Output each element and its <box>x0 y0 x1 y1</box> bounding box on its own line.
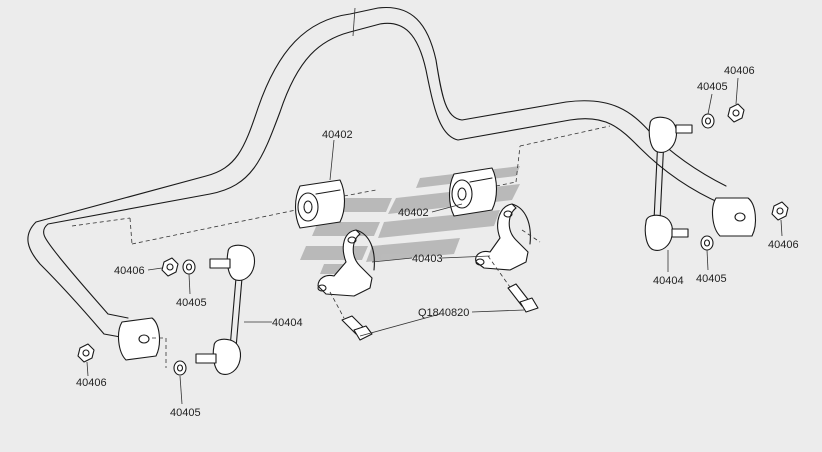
bracket-left <box>317 229 375 297</box>
label-q1840820: Q1840820 <box>418 307 469 319</box>
bolt-left <box>329 291 373 341</box>
nut-40406-left-bottom <box>77 343 95 363</box>
washer-40405-left-bottom <box>173 360 187 376</box>
label-40404-right: 40404 <box>653 275 684 287</box>
bushing-right <box>448 167 498 217</box>
label-40402-left: 40402 <box>322 129 353 141</box>
label-40402-right: 40402 <box>398 207 429 219</box>
stabilizer-bar <box>27 6 727 339</box>
washer-40405-right-top <box>701 113 715 129</box>
label-40405-right-top: 40405 <box>697 81 728 93</box>
washer-40405-left-top <box>182 259 196 275</box>
label-40403: 40403 <box>412 253 443 265</box>
label-40406-right-top: 40406 <box>724 65 755 77</box>
label-40405-left-top: 40405 <box>176 297 207 309</box>
link-right <box>644 116 693 251</box>
label-40406-left-top: 40406 <box>114 265 145 277</box>
nut-40406-left-top <box>161 257 179 277</box>
label-40406-right-bottom: 40406 <box>768 239 799 251</box>
washer-40405-right-bottom <box>700 235 714 251</box>
leader-lines <box>86 77 783 405</box>
bar-end-left <box>117 317 161 361</box>
nut-40406-right-bottom <box>771 201 789 221</box>
link-left <box>195 244 256 375</box>
label-40405-right-bottom: 40405 <box>696 273 727 285</box>
part-labels: 40402 40402 40403 Q1840820 40404 40404 4… <box>76 65 799 419</box>
bolt-right <box>507 283 539 313</box>
label-40405-left-bottom: 40405 <box>170 407 201 419</box>
bar-end-right <box>711 197 757 237</box>
label-40404-left: 40404 <box>272 317 303 329</box>
bushing-left <box>294 179 346 229</box>
label-40406-left-bottom: 40406 <box>76 377 107 389</box>
nut-40406-right-top <box>727 103 745 123</box>
